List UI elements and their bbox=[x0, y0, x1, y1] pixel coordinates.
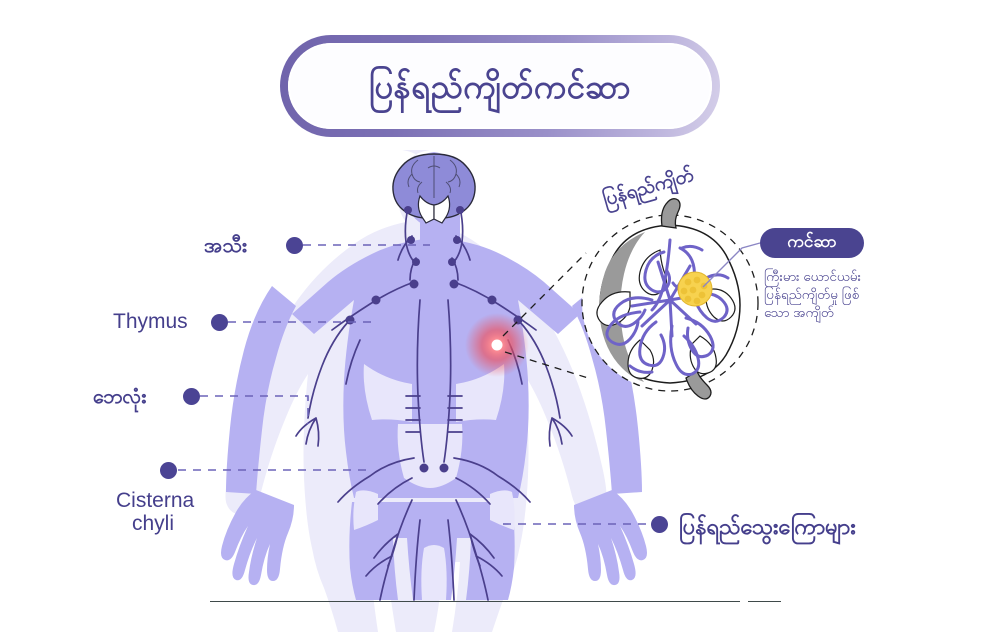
bullet-spleen[interactable] bbox=[183, 388, 200, 405]
title-banner: ပြန်ရည်ကျိတ်ကင်ဆာ bbox=[280, 35, 720, 137]
cancer-cell-cluster bbox=[677, 271, 713, 307]
cancer-description-line-2: ပြန်ရည်ကျိတ်မှု ဖြစ် bbox=[764, 286, 860, 302]
label-tonsils: အသီး bbox=[204, 235, 247, 257]
page-title: ပြန်ရည်ကျိတ်ကင်ဆာ bbox=[368, 67, 632, 105]
body-highlights bbox=[353, 364, 515, 600]
bullet-lymph-vessels[interactable] bbox=[651, 516, 668, 533]
title-banner-inner bbox=[288, 43, 712, 129]
brain-icon bbox=[392, 153, 476, 224]
magnifier-connector bbox=[502, 252, 589, 379]
bullet-cisterna[interactable] bbox=[160, 462, 177, 479]
lymphatic-network bbox=[295, 207, 573, 601]
label-lymph-vessels: ပြန်ရည်သွေးကြောများ bbox=[679, 514, 856, 539]
lymph-node-diagram bbox=[596, 198, 741, 400]
connector-spleen bbox=[200, 395, 309, 424]
label-connectors bbox=[178, 244, 650, 525]
cancer-description: ကြီးမား ယောင်ယမ်း ပြန်ရည်ကျိတ်မှု ဖြစ် သ… bbox=[764, 268, 914, 321]
cancer-badge[interactable]: ကင်ဆာ bbox=[760, 228, 864, 258]
baseline-rule bbox=[210, 601, 740, 602]
baseline-rule-segment bbox=[748, 601, 781, 602]
bullet-tonsils[interactable] bbox=[286, 237, 303, 254]
label-cisterna-line2: chyli bbox=[132, 512, 175, 535]
cancer-description-line-1: ကြီးမား ယောင်ယမ်း bbox=[764, 269, 862, 284]
label-thymus: Thymus bbox=[113, 310, 188, 333]
badge-connector bbox=[702, 242, 761, 288]
label-cisterna-line1: Cisterna bbox=[116, 489, 195, 512]
cancer-description-line-3: သော အကျိတ် bbox=[764, 304, 835, 320]
bullet-thymus[interactable] bbox=[211, 314, 228, 331]
label-spleen: ဘေလုံး bbox=[93, 386, 147, 408]
axillary-hotspot bbox=[465, 313, 529, 377]
